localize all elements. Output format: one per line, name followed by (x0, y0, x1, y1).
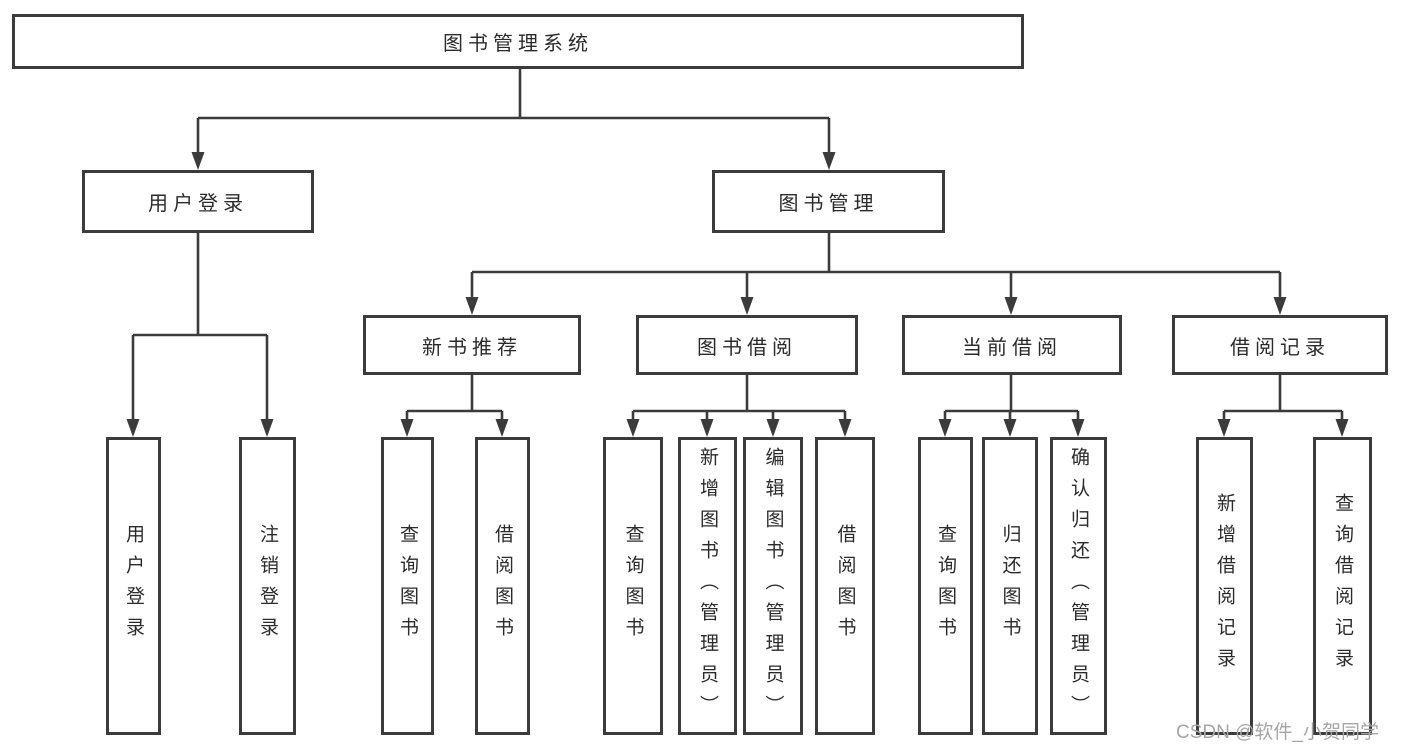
leaf-user-login-label: 用户登录 (123, 524, 144, 648)
leaf-query-borrow-record-label: 查询借阅记录 (1332, 493, 1353, 679)
connector-borrow-record-children (1217, 375, 1349, 437)
leaf-newbook-borrow-book-label: 借阅图书 (492, 524, 513, 648)
arrowhead-icon (626, 419, 640, 437)
node-new-book-recommend-label: 新书推荐 (422, 336, 522, 359)
arrowhead-icon (838, 419, 852, 437)
leaf-edit-book-admin-label: 编辑图书（管理员） (762, 446, 784, 726)
node-new-book-recommend: 新书推荐 (363, 315, 581, 375)
arrowhead-icon (1071, 419, 1085, 437)
node-user-login-label: 用户登录 (148, 193, 248, 215)
leaf-return-book-label: 归还图书 (999, 524, 1021, 648)
watermark: CSDN @软件_小贺同学 (1176, 722, 1379, 743)
leaf-add-book-admin-label: 新增图书（管理员） (697, 446, 718, 726)
arrowhead-icon (1273, 297, 1287, 315)
arrowhead-icon (1217, 419, 1231, 437)
arrowhead-icon (1003, 419, 1017, 437)
arrowhead-icon (766, 419, 780, 437)
leaf-newbook-query-book: 查询图书 (381, 437, 434, 735)
leaf-borrow-query-book: 查询图书 (603, 437, 663, 735)
arrowhead-icon (740, 297, 754, 315)
leaf-newbook-query-book-label: 查询图书 (397, 524, 418, 648)
leaf-user-login: 用户登录 (106, 437, 161, 735)
node-current-borrow: 当前借阅 (902, 315, 1122, 375)
node-root: 图书管理系统 (12, 14, 1024, 69)
arrowhead-icon (700, 419, 714, 437)
connector-new-book-children (400, 375, 509, 437)
leaf-add-borrow-record: 新增借阅记录 (1196, 437, 1253, 735)
leaf-borrow-book: 借阅图书 (815, 437, 875, 735)
arrowhead-icon (260, 419, 274, 437)
arrowhead-icon (465, 297, 479, 315)
leaf-newbook-borrow-book: 借阅图书 (475, 437, 530, 735)
leaf-current-query-book: 查询图书 (918, 437, 973, 735)
node-borrow-record-label: 借阅记录 (1230, 336, 1330, 359)
connector-root-to-level2 (191, 69, 836, 170)
leaf-logout: 注销登录 (239, 437, 296, 735)
leaf-return-book: 归还图书 (982, 437, 1038, 735)
node-book-mgmt-label: 图书管理 (778, 193, 879, 215)
leaf-edit-book-admin: 编辑图书（管理员） (743, 437, 803, 735)
leaf-confirm-return-admin: 确认归还（管理员） (1050, 437, 1107, 735)
node-user-login: 用户登录 (82, 170, 314, 233)
leaf-borrow-query-book-label: 查询图书 (622, 524, 644, 648)
leaf-add-borrow-record-label: 新增借阅记录 (1214, 493, 1235, 679)
leaf-add-book-admin: 新增图书（管理员） (678, 437, 737, 735)
arrowhead-icon (822, 152, 836, 170)
node-book-borrow: 图书借阅 (636, 315, 858, 375)
node-book-borrow-label: 图书借阅 (697, 336, 797, 359)
leaf-logout-label: 注销登录 (257, 524, 278, 648)
arrowhead-icon (400, 419, 414, 437)
leaf-query-borrow-record: 查询借阅记录 (1313, 437, 1372, 735)
leaf-confirm-return-admin-label: 确认归还（管理员） (1068, 446, 1089, 726)
connector-book-borrow-children (626, 375, 852, 437)
arrowhead-icon (191, 152, 205, 170)
connector-user-login-children (126, 233, 274, 437)
node-borrow-record: 借阅记录 (1172, 315, 1388, 375)
connector-book-mgmt-groups (465, 233, 1287, 315)
arrowhead-icon (126, 419, 140, 437)
node-current-borrow-label: 当前借阅 (962, 336, 1062, 359)
arrowhead-icon (1004, 297, 1018, 315)
leaf-borrow-book-label: 借阅图书 (834, 524, 856, 648)
connector-current-borrow-children (938, 375, 1085, 437)
leaf-current-query-book-label: 查询图书 (935, 524, 956, 648)
arrowhead-icon (938, 419, 952, 437)
node-root-label: 图书管理系统 (443, 33, 593, 55)
arrowhead-icon (495, 419, 509, 437)
arrowhead-icon (1335, 419, 1349, 437)
node-book-mgmt: 图书管理 (712, 170, 945, 233)
